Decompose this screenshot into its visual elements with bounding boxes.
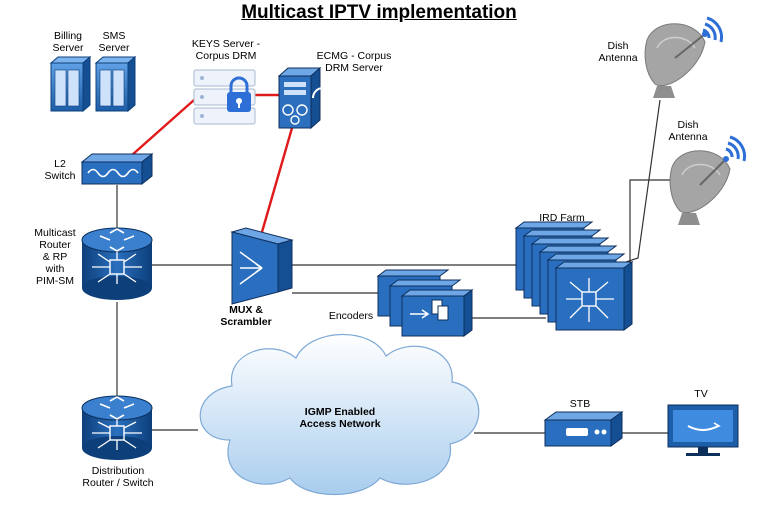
dish-antenna-icon [669, 135, 747, 225]
drm-links [131, 93, 294, 233]
multicast-router-icon [81, 227, 153, 300]
mux-scrambler-icon [230, 227, 294, 305]
keys-server-icon [193, 69, 256, 125]
encoders-label: Encoders [328, 310, 374, 322]
stb-icon [543, 411, 624, 447]
keys-server-label: KEYS Server - Corpus DRM [191, 38, 261, 62]
dish-antenna-label-1: Dish Antenna [598, 40, 638, 64]
encoders-icon [376, 269, 474, 337]
ird-farm-icon [514, 221, 634, 331]
link-ecmg-mux [260, 127, 294, 233]
ird-farm-label: IRD Farm [539, 212, 585, 224]
diagram-title: Multicast IPTV implementation [241, 2, 517, 23]
dish-antenna-icon [644, 16, 724, 98]
billing-server-icon [49, 55, 92, 113]
multicast-router-label: Multicast Router & RP with PIM-SM [34, 227, 76, 287]
l2-switch-label: L2 Switch [44, 158, 76, 182]
ecmg-server-label: ECMG - Corpus DRM Server [316, 50, 392, 74]
link-dish1-ird [625, 99, 661, 263]
sms-server-icon [94, 55, 137, 113]
tv-label: TV [694, 388, 708, 400]
access-network-label: IGMP Enabled Access Network [299, 406, 381, 430]
link-l2-keys [131, 99, 195, 156]
billing-server-label: Billing Server [52, 30, 84, 54]
mux-scrambler-label: MUX & Scrambler [220, 304, 272, 328]
distribution-router-icon [81, 395, 153, 460]
l2-switch-icon [80, 152, 154, 186]
stb-label: STB [569, 398, 591, 410]
access-network-cloud-icon [199, 333, 480, 495]
sms-server-label: SMS Server [98, 30, 130, 54]
ecmg-server-icon [277, 66, 334, 130]
distribution-router-label: Distribution Router / Switch [82, 465, 154, 489]
dish-antenna-label-2: Dish Antenna [668, 119, 708, 143]
tv-icon [667, 404, 739, 456]
